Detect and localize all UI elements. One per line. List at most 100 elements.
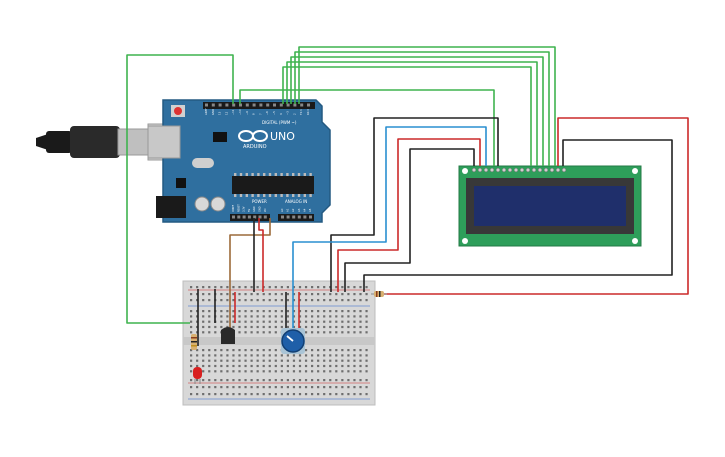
lcd-pin-2[interactable] (477, 167, 483, 173)
digital-pin-label: 4 (279, 113, 283, 115)
digital-pin-12[interactable] (286, 103, 290, 107)
lcd-pin-14[interactable] (549, 167, 555, 173)
digital-pin-label: 7 (258, 113, 262, 115)
lcd-pin-16[interactable] (561, 167, 567, 173)
digital-pin-13[interactable] (293, 103, 297, 107)
digital-pin-5[interactable] (239, 103, 242, 107)
wire-green-d5[interactable] (286, 61, 538, 166)
digital-pin-10[interactable] (273, 103, 276, 107)
breadboard[interactable] (182, 280, 376, 406)
analog-pin-2[interactable] (292, 215, 296, 219)
lcd-pin-8[interactable] (513, 167, 519, 173)
wire-red-lcd-backlight[interactable] (380, 117, 689, 295)
lcd-pin-3[interactable] (483, 167, 489, 173)
potentiometer-icon[interactable] (281, 328, 305, 354)
lcd-pin-5[interactable] (495, 167, 501, 173)
breadboard-holes[interactable] (190, 286, 368, 396)
wire-black-lcd-rw[interactable] (344, 148, 475, 292)
lcd-pins[interactable] (471, 167, 567, 173)
wire-black-lcd-k[interactable] (363, 139, 673, 292)
power-pin-4[interactable] (253, 215, 257, 219)
lcd-pin-9[interactable] (519, 167, 525, 173)
wire-brown-a0[interactable] (229, 218, 271, 330)
digital-pin-label: 13 (218, 111, 222, 115)
wire-black-lcd-vss[interactable] (330, 117, 499, 292)
digital-pin-1[interactable] (211, 103, 215, 107)
arduino-logo-text: ARDUINO (243, 144, 267, 150)
lcd-pin-6[interactable] (501, 167, 507, 173)
power-pin-1[interactable] (237, 215, 241, 219)
lcd-pin-11[interactable] (531, 167, 537, 173)
digital-pin-9[interactable] (266, 103, 270, 107)
analog-pin-label: A3 (297, 208, 301, 212)
digital-pin-7[interactable] (252, 103, 256, 107)
digital-pin-label: GND (211, 109, 215, 115)
resistor-icon[interactable] (371, 291, 387, 297)
lcd-pin-10[interactable] (525, 167, 531, 173)
power-pin-3[interactable] (247, 215, 251, 219)
digital-pin-4[interactable] (232, 103, 236, 107)
lcd-pin-12[interactable] (537, 167, 543, 173)
wire-blue-lcd-vo[interactable] (292, 126, 487, 336)
power-pin-6[interactable] (263, 215, 267, 219)
digital-pin-11[interactable] (279, 103, 283, 107)
analog-pin-label: A0 (280, 208, 284, 212)
wire-green-pin13[interactable] (126, 54, 234, 324)
digital-header (203, 102, 315, 109)
analog-pin-4[interactable] (303, 215, 307, 219)
arduino-logo-icon (238, 130, 268, 142)
power-jack (156, 196, 186, 218)
digital-pin-0[interactable] (205, 103, 208, 107)
analog-header (278, 214, 314, 221)
temperature-sensor-icon[interactable] (221, 327, 235, 344)
reset-button-cap[interactable] (174, 107, 182, 115)
wires[interactable] (126, 46, 689, 346)
resistor-led-icon[interactable] (191, 334, 197, 350)
led-icon[interactable] (193, 367, 202, 384)
usb-cable-icon[interactable] (36, 123, 167, 161)
digital-pin-6[interactable] (245, 103, 249, 107)
analog-pin-label: A2 (291, 208, 295, 212)
lcd-pin-4[interactable] (489, 167, 495, 173)
lcd-pin-15[interactable] (555, 167, 561, 173)
wire-green-d4[interactable] (290, 56, 544, 166)
lcd-pin-1[interactable] (471, 167, 477, 173)
usb-port (147, 125, 181, 159)
analog-pin-0[interactable] (281, 215, 284, 219)
digital-pin-3[interactable] (225, 103, 229, 107)
lcd-display[interactable] (458, 165, 642, 247)
analog-pin-1[interactable] (286, 215, 290, 219)
power-pin-label: 3.3V (243, 206, 246, 212)
wire-green-d2[interactable] (298, 46, 556, 166)
power-pin-2[interactable] (242, 215, 246, 219)
wire-green-d3[interactable] (294, 51, 550, 166)
wire-green-d12[interactable] (239, 89, 495, 166)
digital-pin-label: ~3 (286, 111, 290, 115)
power-label: POWER (252, 199, 267, 204)
digital-pin-label: ~10 (238, 109, 242, 115)
power-pin-5[interactable] (258, 215, 262, 219)
digital-pin-label: 2 (292, 113, 296, 115)
digital-pin-15[interactable] (307, 103, 310, 107)
analog-pin-3[interactable] (297, 215, 301, 219)
analog-pin-5[interactable] (309, 215, 312, 219)
lcd-pin-7[interactable] (507, 167, 513, 173)
power-pin-label: RESET (237, 204, 240, 212)
board-model-label: UNO (270, 130, 295, 143)
wire-red-5v[interactable] (258, 218, 264, 292)
digital-pin-2[interactable] (218, 103, 222, 107)
digital-pin-14[interactable] (300, 103, 304, 107)
digital-pin-label: 8 (252, 113, 256, 115)
atmega-chip-pins (234, 173, 312, 197)
wire-red-lcd-vdd[interactable] (337, 138, 481, 292)
wire-green-d11[interactable] (282, 66, 532, 166)
digital-pin-8[interactable] (259, 103, 263, 107)
lcd-pin-13[interactable] (543, 167, 549, 173)
power-pin-0[interactable] (232, 215, 235, 219)
analog-label: ANALOG IN (285, 199, 307, 204)
digital-pin-label: AREF (204, 108, 208, 115)
analog-pin-label: A4 (302, 208, 306, 212)
